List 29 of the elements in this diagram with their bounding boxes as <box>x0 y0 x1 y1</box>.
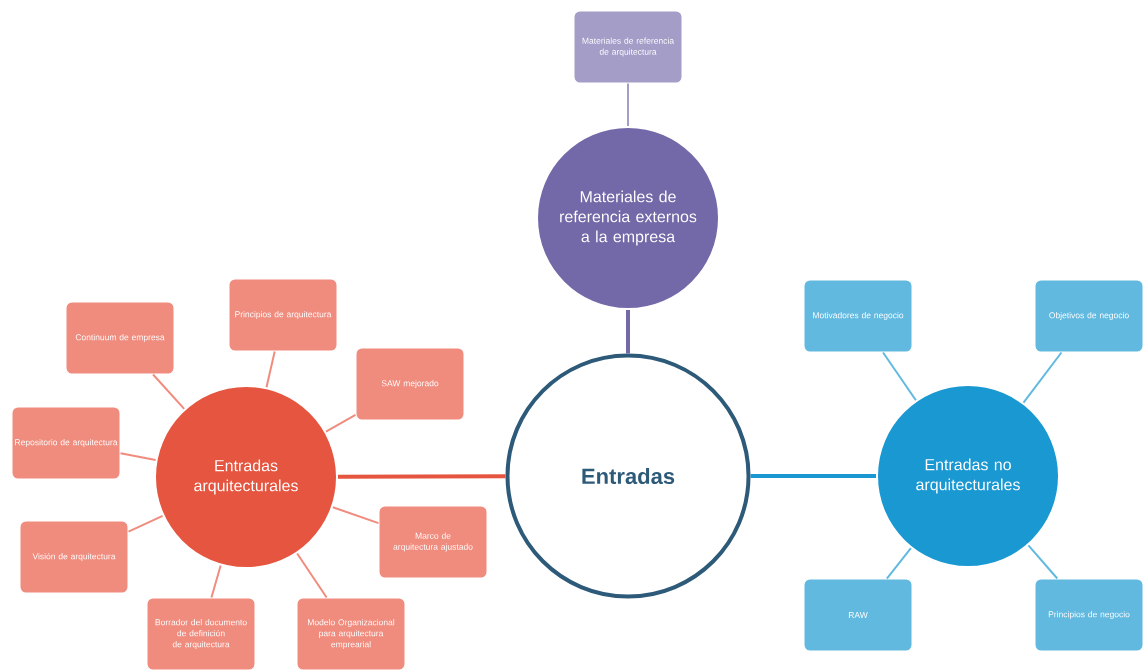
subtopic-box: Continuum de empresa <box>65 301 175 375</box>
subtopic-box: RAW <box>803 578 913 652</box>
subtopic-box: Modelo Organizacional para arquitectura emprearial <box>296 597 406 670</box>
connector-line <box>627 82 629 127</box>
subtopic-box: Materiales de referencia de arquitectura <box>573 10 683 84</box>
connector-line <box>1022 351 1063 404</box>
connector-line <box>296 552 328 599</box>
connector-line <box>265 350 276 389</box>
connector-line <box>338 474 506 479</box>
subtopic-box: Objetivos de negocio <box>1034 279 1144 353</box>
connector-line <box>210 564 222 599</box>
connector-line <box>152 373 186 410</box>
connector-line <box>1027 544 1059 580</box>
connector-line <box>885 547 912 580</box>
connector-line <box>325 413 357 433</box>
connector-line <box>127 514 164 533</box>
subtopic-box: SAW mejorado <box>355 347 465 421</box>
connector-line <box>119 452 157 461</box>
subtopic-box: Principios de arquitectura <box>228 278 338 352</box>
subtopic-box: Visión de arquitectura <box>19 520 129 594</box>
connector-line <box>331 506 380 525</box>
subtopic-box: Principios de negocio <box>1034 578 1144 652</box>
subtopic-box: Repositorio de arquitectura <box>11 406 121 480</box>
subtopic-box: Borrador del documento de definición de arquitectura <box>146 597 256 670</box>
connector-line <box>750 474 876 478</box>
connector-line <box>882 351 917 402</box>
subtopic-box: Marco de arquitectura ajustado <box>378 505 488 579</box>
connector-line <box>626 310 630 354</box>
subtopic-box: Motivadores de negocio <box>803 279 913 353</box>
